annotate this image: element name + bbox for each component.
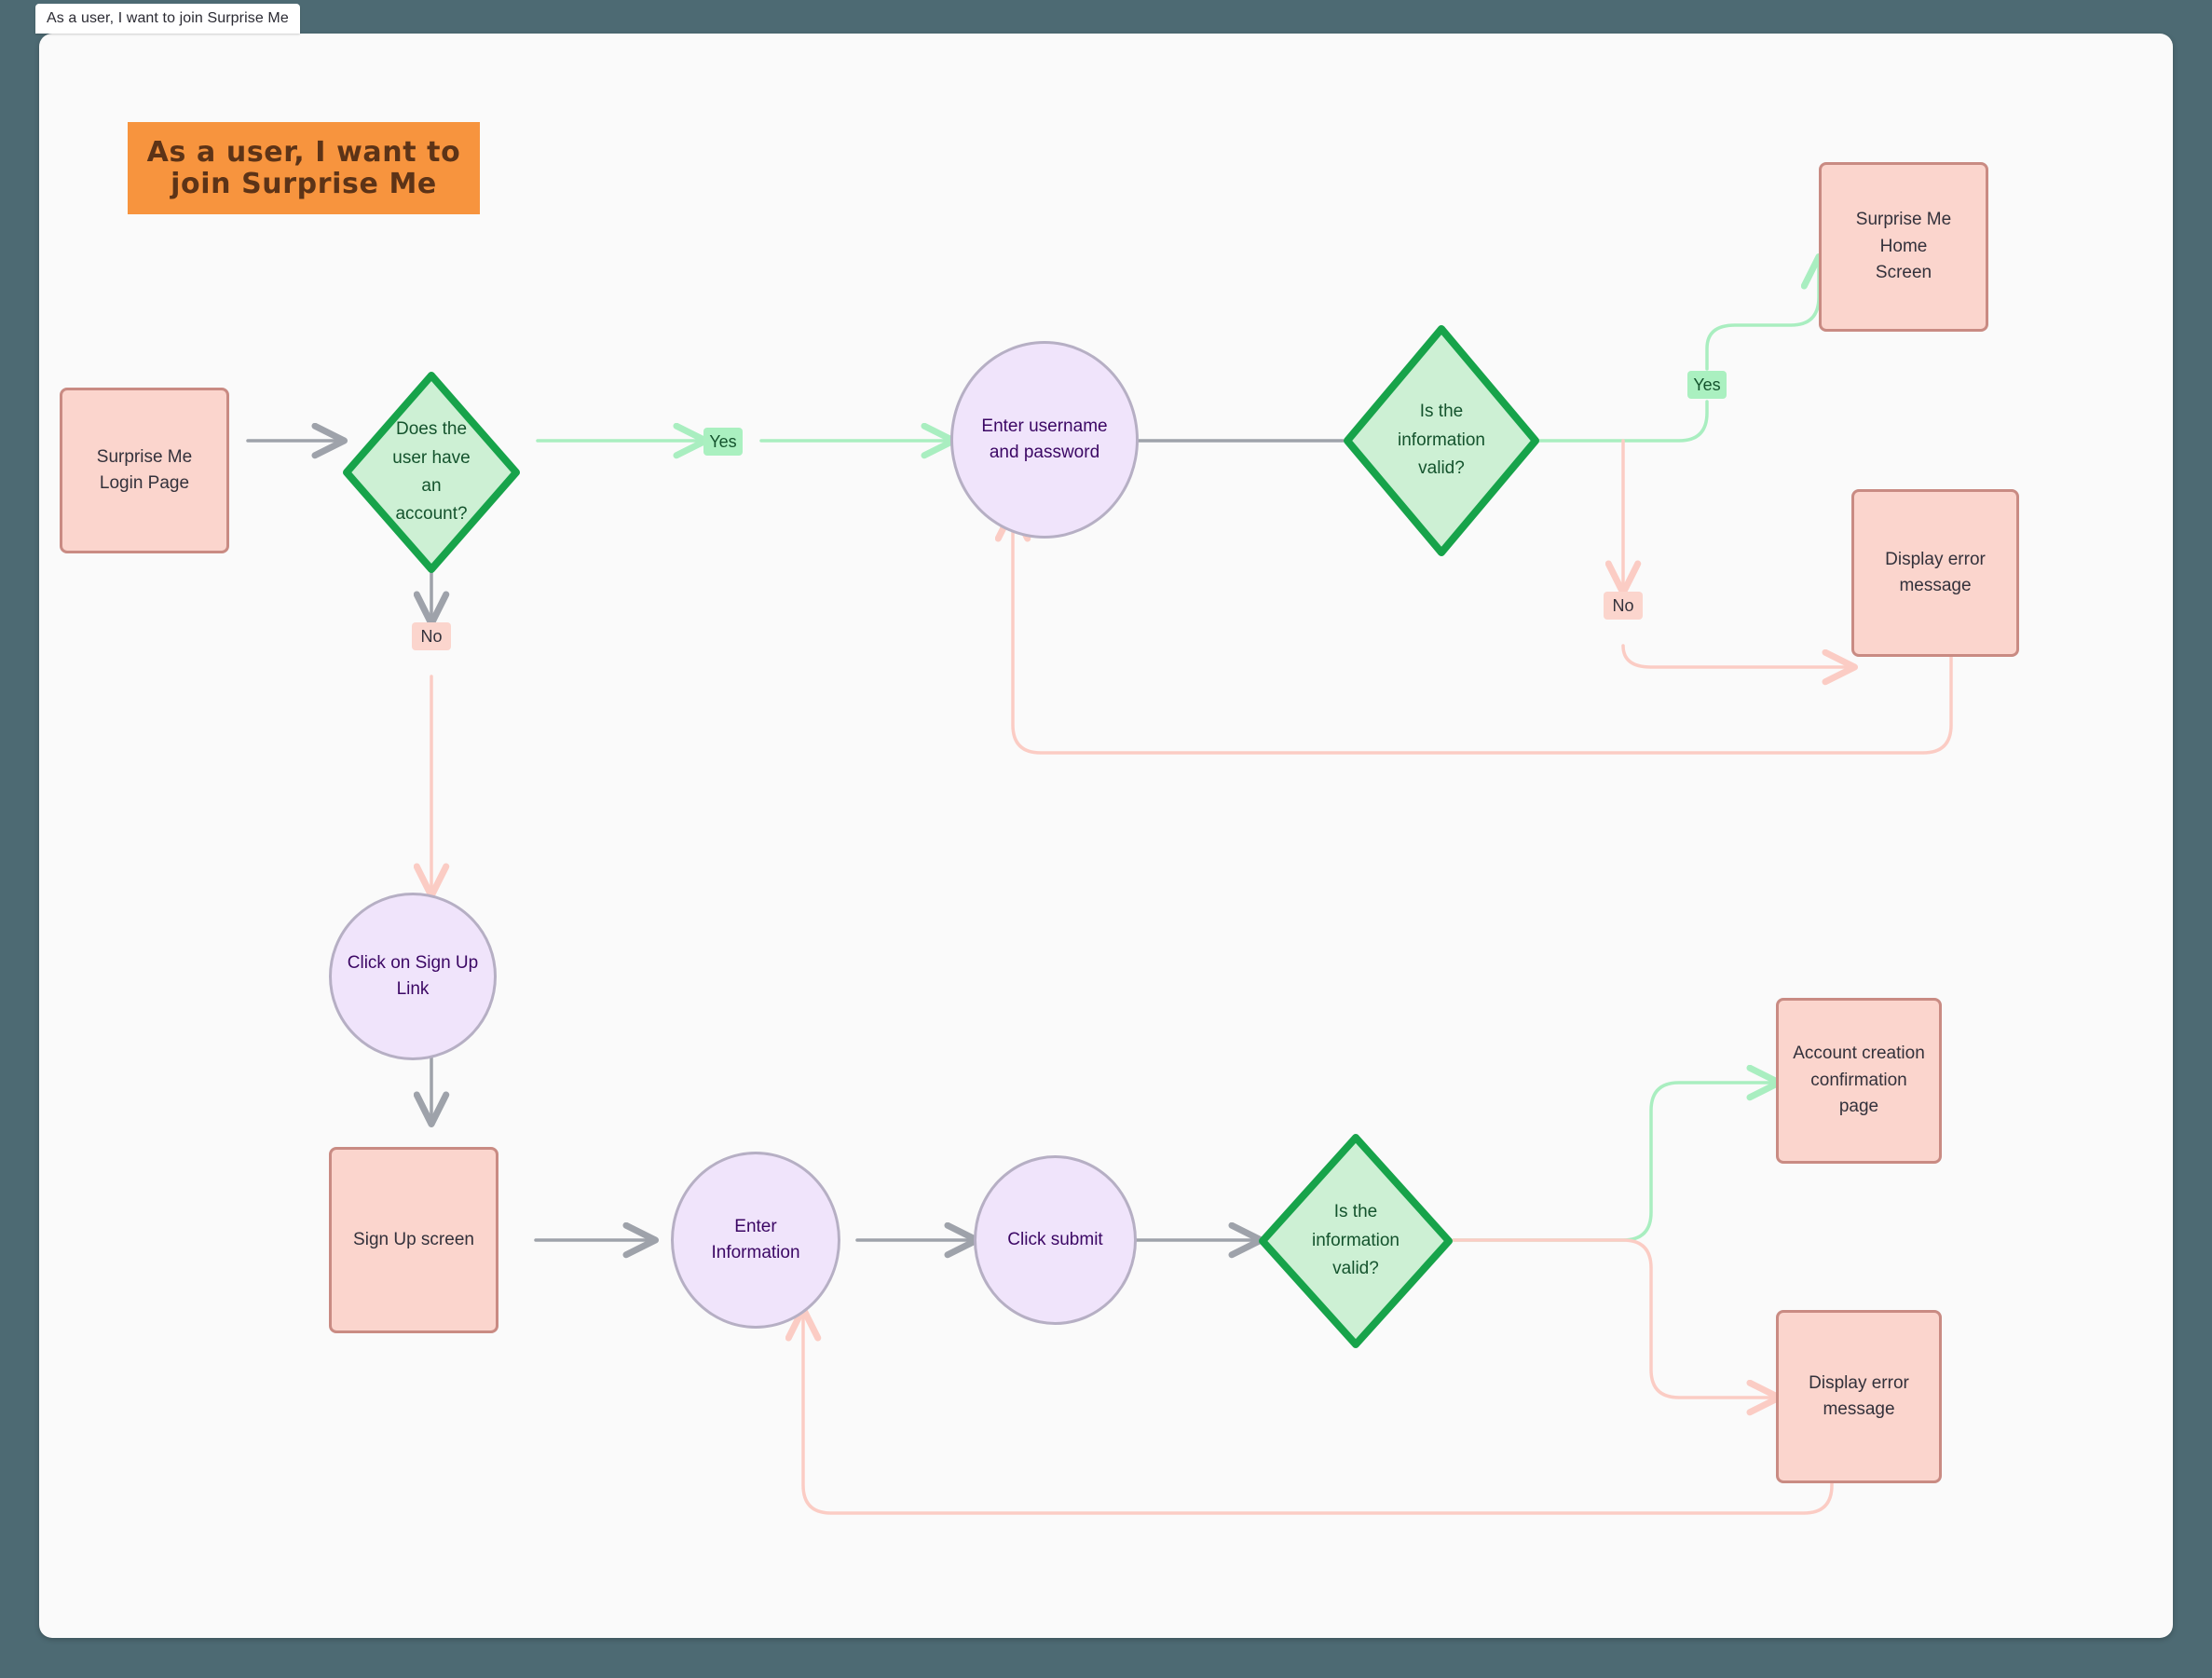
- node-signup-information-valid[interactable]: Is the information valid?: [1258, 1133, 1454, 1349]
- node-label: Is the information valid?: [1312, 1202, 1400, 1279]
- edge-label-login-valid-yes: Yes: [1687, 371, 1727, 399]
- node-signup-display-error-message[interactable]: Display error message: [1776, 1310, 1942, 1483]
- node-login-display-error-message[interactable]: Display error message: [1851, 489, 2019, 657]
- node-enter-information[interactable]: Enter Information: [671, 1152, 840, 1329]
- diamond-shape: [1344, 325, 1539, 556]
- document-tab[interactable]: As a user, I want to join Surprise Me: [35, 4, 300, 34]
- node-surprise-me-home-screen[interactable]: Surprise Me Home Screen: [1819, 162, 1988, 332]
- node-sign-up-screen[interactable]: Sign Up screen: [329, 1147, 498, 1333]
- node-does-user-have-account[interactable]: Does the user have an account?: [342, 371, 521, 574]
- node-label: Does the user have an account?: [392, 419, 471, 525]
- diamond-shape: [343, 372, 520, 573]
- node-login-information-valid[interactable]: Is the information valid?: [1343, 324, 1540, 557]
- edge-label-has-account-yes: Yes: [703, 428, 743, 456]
- node-label: Display error message: [1809, 1372, 1909, 1420]
- edge-label-text: No: [420, 626, 443, 646]
- node-account-creation-confirmation-page[interactable]: Account creation confirmation page: [1776, 998, 1942, 1164]
- diagram-canvas[interactable]: As a user, I want to join Surprise Me: [39, 34, 2173, 1638]
- node-label: Display error message: [1885, 549, 1986, 596]
- node-click-on-sign-up-link[interactable]: Click on Sign Up Link: [329, 893, 497, 1060]
- node-label: Click on Sign Up Link: [347, 952, 479, 1000]
- node-label: Account creation confirmation page: [1793, 1044, 1925, 1117]
- node-surprise-me-login-page[interactable]: Surprise Me Login Page: [60, 388, 229, 553]
- node-label: Enter Information: [711, 1216, 800, 1263]
- node-label: Sign Up screen: [353, 1229, 474, 1249]
- node-label: Surprise Me Home Screen: [1855, 210, 1952, 283]
- edge-label-text: Yes: [709, 431, 737, 451]
- edge-label-text: Yes: [1693, 375, 1721, 394]
- edge-label-has-account-no: No: [412, 622, 451, 650]
- diamond-shape: [1259, 1134, 1453, 1348]
- edge-label-text: No: [1612, 595, 1634, 615]
- node-label: Click submit: [1007, 1229, 1103, 1249]
- node-enter-username-and-password[interactable]: Enter username and password: [950, 341, 1139, 539]
- node-label: Is the information valid?: [1398, 402, 1485, 479]
- document-tab-label: As a user, I want to join Surprise Me: [47, 10, 289, 26]
- node-click-submit[interactable]: Click submit: [974, 1155, 1137, 1325]
- sticky-note-user-story[interactable]: As a user, I want to join Surprise Me: [128, 122, 480, 214]
- node-label: Surprise Me Login Page: [96, 446, 193, 494]
- node-label: Enter username and password: [981, 416, 1108, 463]
- edge-label-login-valid-no: No: [1604, 592, 1643, 620]
- node-layer: Surprise Me Login Page Does the user hav…: [39, 34, 2173, 1638]
- sticky-note-text: As a user, I want to join Surprise Me: [146, 135, 461, 200]
